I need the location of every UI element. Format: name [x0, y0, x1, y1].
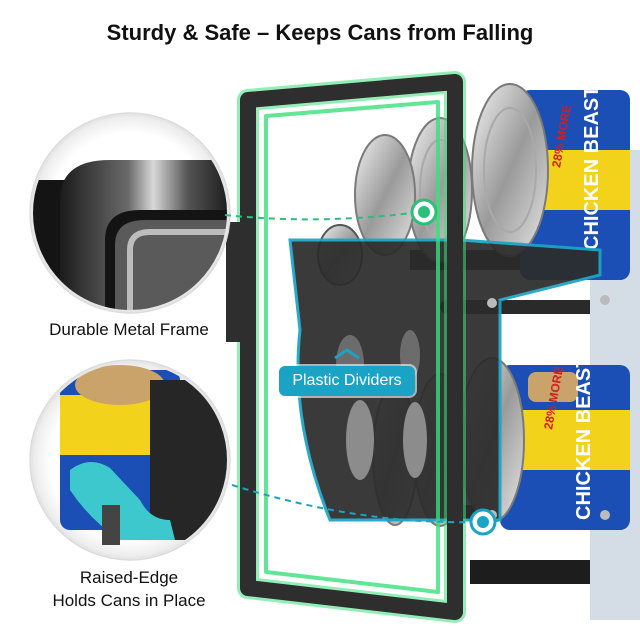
can-brand-bottom: CHICKEN BEAST: [573, 356, 595, 520]
metal-frame: [226, 71, 466, 623]
callout-dot-edge: [469, 508, 497, 536]
raised-edge-caption-line2: Holds Cans in Place: [52, 591, 206, 610]
metal-frame-caption: Durable Metal Frame: [49, 320, 209, 339]
headline: Sturdy & Safe – Keeps Cans from Falling: [106, 20, 534, 45]
metal-frame-detail: [29, 112, 231, 314]
raised-edge-detail: [29, 359, 231, 561]
raised-edge-caption-line1: Raised-Edge: [79, 568, 179, 587]
callout-dot-frame: [410, 198, 438, 226]
can-brand-top: CHICKEN BEAST: [581, 86, 603, 250]
top-shelf-cans: 28% MORE CHICKEN BEAST: [317, 83, 630, 286]
leader-lines: [224, 211, 479, 524]
raised-edge-caption: Raised-Edge Holds Cans in Place: [14, 566, 244, 612]
plastic-dividers-label: Plastic Dividers: [279, 366, 415, 396]
